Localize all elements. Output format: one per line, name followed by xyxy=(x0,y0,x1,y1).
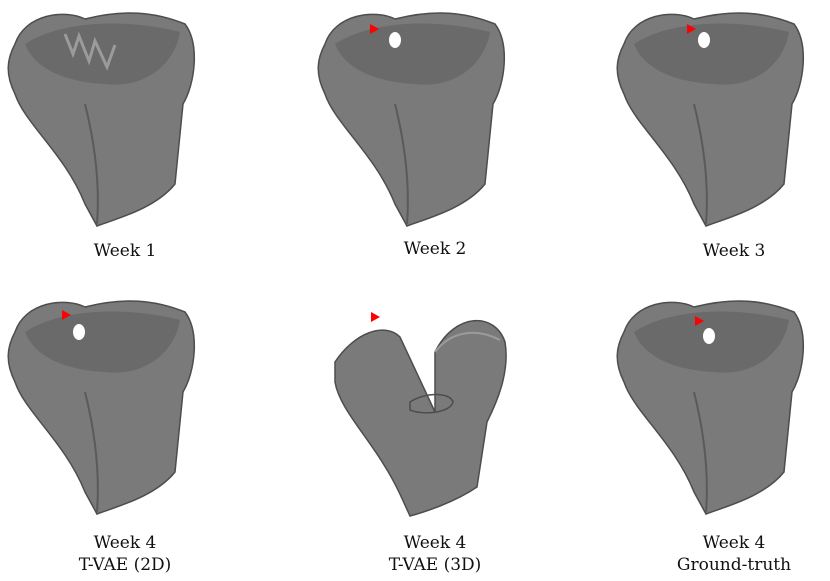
mesh-render-week-2 xyxy=(317,12,505,227)
arrow-marker-icon xyxy=(695,316,704,326)
mesh-render-week-4-tvae-2d xyxy=(7,300,195,515)
caption-line-1: Week 3 xyxy=(702,241,766,261)
mesh-render-week-3 xyxy=(616,12,804,227)
arrow-marker-icon xyxy=(371,312,380,322)
mesh-render-week-4-tvae-3d xyxy=(334,319,507,517)
caption-line-1: Week 4 xyxy=(702,533,766,553)
caption-line-1: Week 4 xyxy=(93,533,157,553)
caption-line-2: Ground-truth xyxy=(676,555,792,575)
caption-line-1: Week 2 xyxy=(403,239,467,259)
caption-line-2: T-VAE (3D) xyxy=(388,555,482,575)
caption-line-1: Week 4 xyxy=(403,533,467,553)
caption-line-1: Week 1 xyxy=(93,241,157,261)
arrow-marker-icon xyxy=(62,310,71,320)
mesh-render-week-1 xyxy=(7,12,195,227)
arrow-marker-icon xyxy=(687,24,696,34)
caption-line-2: T-VAE (2D) xyxy=(78,555,172,575)
mesh-render-week-4-ground-truth xyxy=(616,300,804,515)
arrow-marker-icon xyxy=(370,24,379,34)
